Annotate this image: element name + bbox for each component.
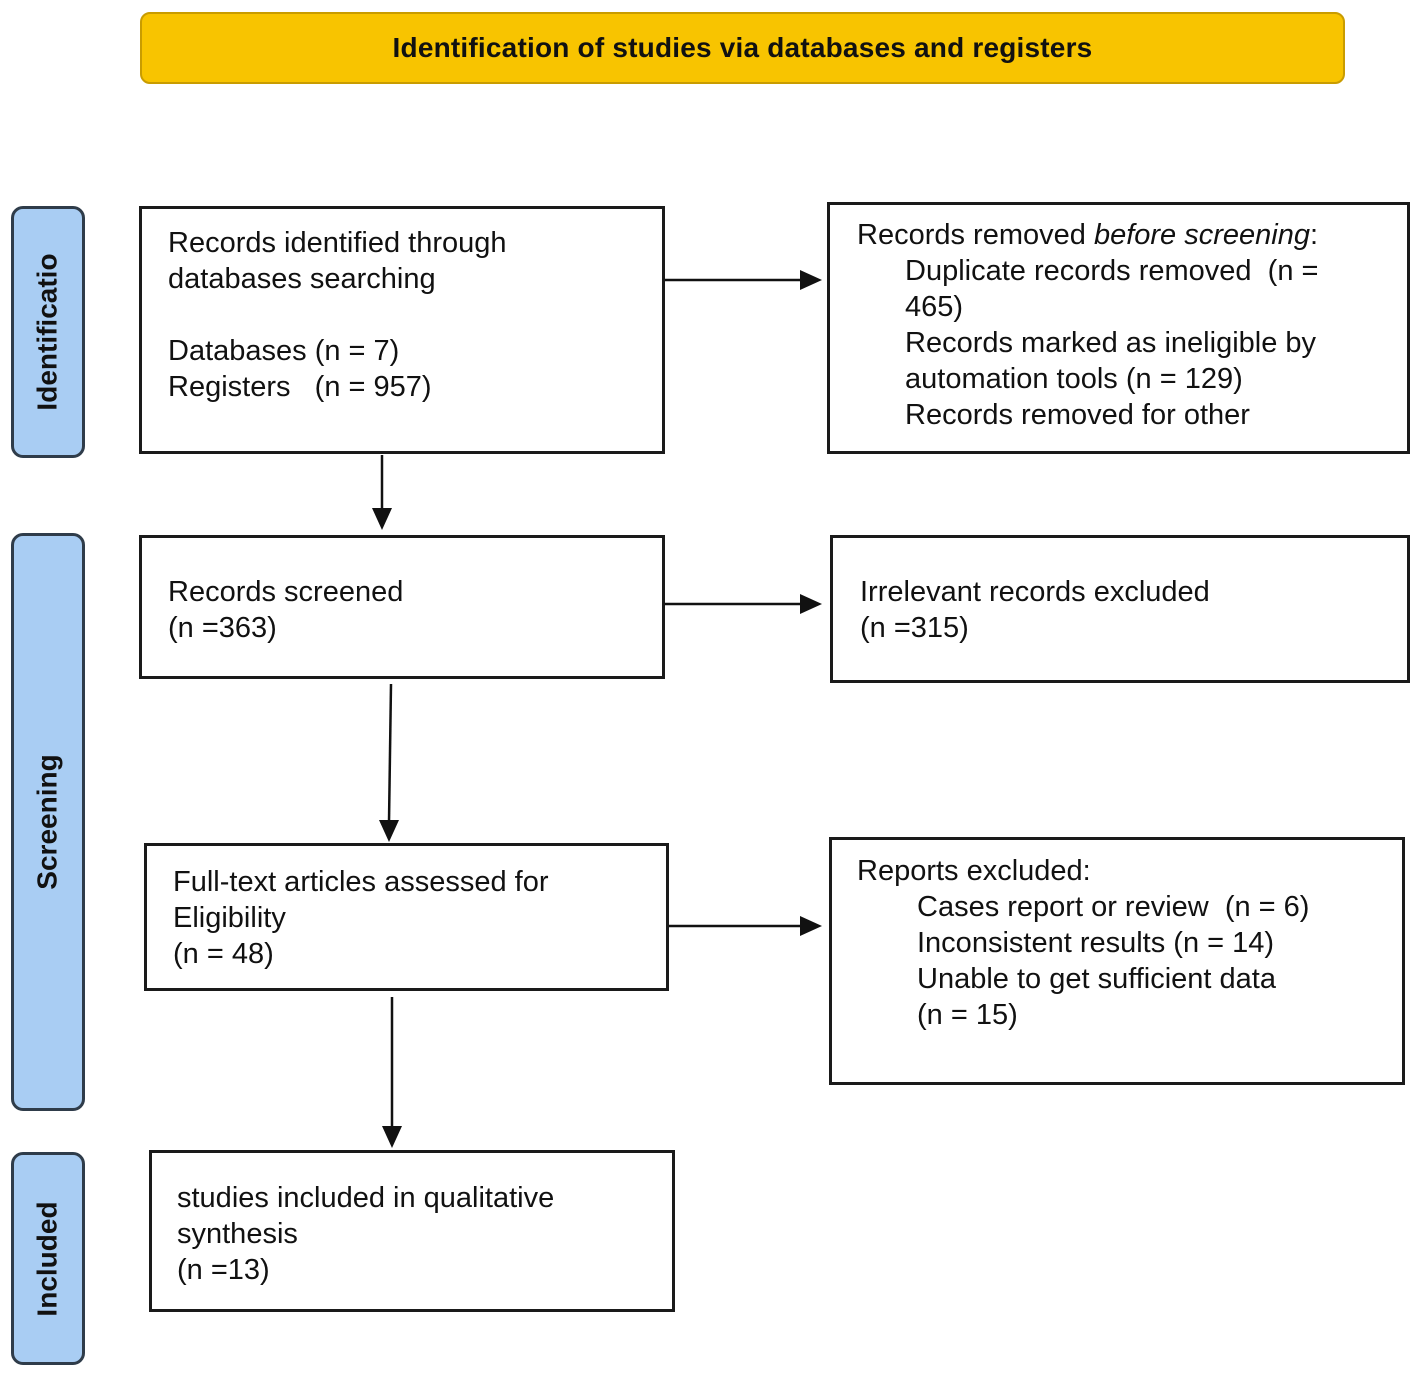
arrowhead-included [382, 1126, 402, 1148]
reports-excluded-box: Reports excluded: Cases report or review… [829, 837, 1405, 1085]
removed-ineligible-1: Records marked as ineligible by [905, 327, 1317, 359]
records-screened-box: Records screened (n =363) [139, 535, 665, 679]
identified-databases: Databases (n = 7) [168, 335, 400, 367]
arrowhead-fulltext [379, 820, 399, 842]
reports-item-2: Inconsistent results (n = 14) [917, 927, 1275, 959]
irrelevant-line-2: (n =315) [860, 612, 969, 644]
fulltext-line-1: Full-text articles assessed for [173, 866, 549, 898]
removed-other: Records removed for other [905, 399, 1250, 431]
included-line-2: synthesis [177, 1218, 298, 1250]
removed-ineligible-2: automation tools (n = 129) [905, 363, 1243, 395]
identified-line-1: Records identified through [168, 227, 507, 259]
phase-identification: Identificatio [11, 206, 85, 458]
fulltext-assessed-box: Full-text articles assessed for Eligibil… [144, 843, 669, 991]
included-line-3: (n =13) [177, 1254, 270, 1286]
screened-line-1: Records screened [168, 576, 404, 608]
phase-included: Included [11, 1152, 85, 1365]
header-title-bar: Identification of studies via databases … [140, 12, 1345, 84]
removed-title-emph: before screening [1093, 219, 1310, 251]
studies-included-box: studies included in qualitative synthesi… [149, 1150, 675, 1312]
fulltext-line-3: (n = 48) [173, 938, 274, 970]
screened-line-2: (n =363) [168, 612, 277, 644]
removed-duplicates-2: 465) [905, 291, 964, 323]
removed-title-suffix: : [1309, 219, 1319, 251]
records-identified-box: Records identified through databases sea… [139, 206, 665, 454]
arrowhead-irrelevant [800, 594, 822, 614]
header-title: Identification of studies via databases … [392, 32, 1093, 63]
identified-registers: Registers (n = 957) [168, 371, 432, 403]
removed-title: Records removed before screening: [857, 217, 1407, 253]
records-removed-box: Records removed before screening: Duplic… [827, 202, 1410, 454]
reports-item-4: (n = 15) [917, 999, 1018, 1031]
reports-item-1: Cases report or review (n = 6) [917, 891, 1310, 923]
phase-screening: Screening [11, 533, 85, 1111]
arrowhead-reports [800, 916, 822, 936]
irrelevant-line-1: Irrelevant records excluded [860, 576, 1210, 608]
reports-item-3: Unable to get sufficient data [917, 963, 1276, 995]
arrow-screened-to-fulltext [387, 683, 393, 823]
irrelevant-excluded-box: Irrelevant records excluded (n =315) [830, 535, 1410, 683]
arrowhead-screened [372, 508, 392, 530]
reports-title: Reports excluded: [857, 855, 1091, 887]
removed-title-prefix: Records removed [857, 219, 1094, 251]
fulltext-line-2: Eligibility [173, 902, 286, 934]
identified-line-2: databases searching [168, 263, 436, 295]
removed-duplicates-1: Duplicate records removed (n = [905, 255, 1319, 287]
included-line-1: studies included in qualitative [177, 1182, 555, 1214]
arrowhead-removed [800, 270, 822, 290]
